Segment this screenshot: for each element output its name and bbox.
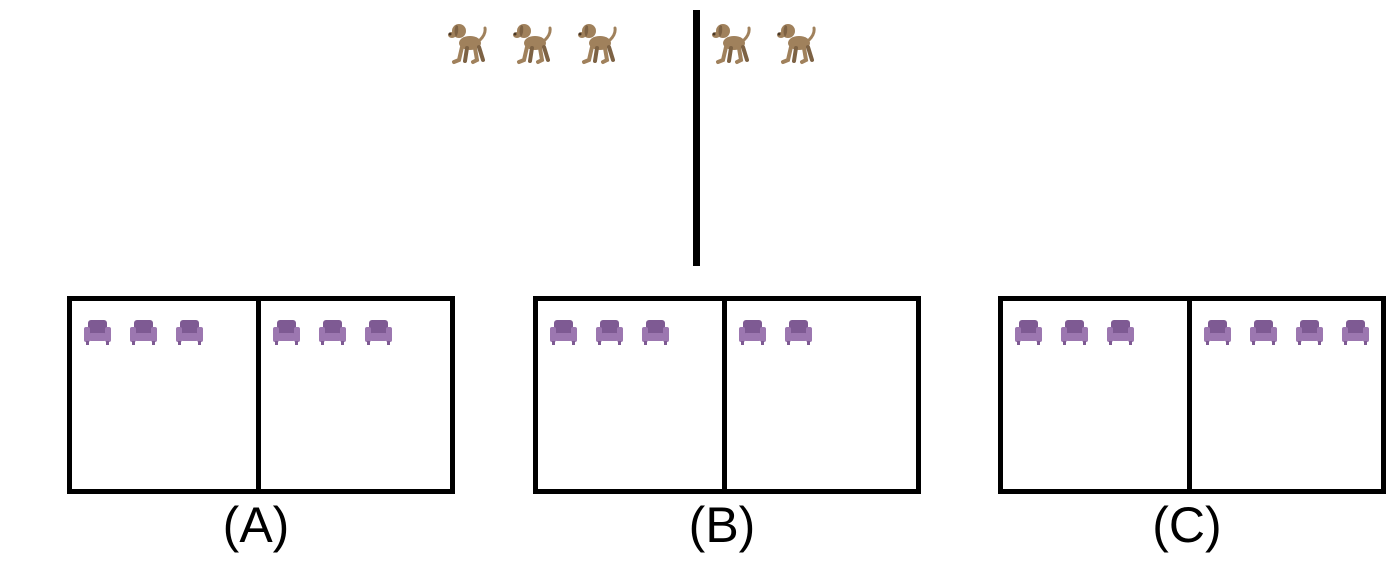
armchair-icon [1342,320,1369,345]
top-divider [693,10,700,266]
armchair-icon [1204,320,1231,345]
armchair-icon [319,320,346,345]
dog-icon [712,24,751,64]
armchair-icon [365,320,392,345]
option-b-label[interactable]: (B) [688,497,756,553]
option-a-left-chairs [84,319,203,345]
armchair-icon [785,320,812,345]
armchair-icon [550,320,577,345]
option-a-right-half [261,301,450,489]
dog-icon [448,24,487,64]
option-c-left-half [1003,301,1192,489]
armchair-icon [130,320,157,345]
option-c-box[interactable] [998,296,1386,494]
top-left-dogs [447,20,617,66]
option-a-left-half [72,301,261,489]
armchair-icon [1296,320,1323,345]
option-a-box[interactable] [67,296,455,494]
dog-icon [513,24,552,64]
option-b-left-half [538,301,727,489]
armchair-icon [642,320,669,345]
armchair-icon [1107,320,1134,345]
dog-icon [777,24,816,64]
option-c-left-chairs [1015,319,1134,345]
option-c-label[interactable]: (C) [1152,497,1222,553]
option-a-label[interactable]: (A) [222,497,290,553]
option-c-right-chairs [1204,319,1369,345]
option-b-right-half [727,301,916,489]
option-b-right-chairs [739,319,812,345]
armchair-icon [84,320,111,345]
armchair-icon [273,320,300,345]
option-a-right-chairs [273,319,392,345]
armchair-icon [1015,320,1042,345]
armchair-icon [596,320,623,345]
armchair-icon [1250,320,1277,345]
option-b-left-chairs [550,319,669,345]
dog-icon [578,24,617,64]
option-b-box[interactable] [533,296,921,494]
armchair-icon [739,320,766,345]
armchair-icon [1061,320,1088,345]
option-c-right-half [1192,301,1381,489]
top-right-dogs [711,20,816,66]
armchair-icon [176,320,203,345]
